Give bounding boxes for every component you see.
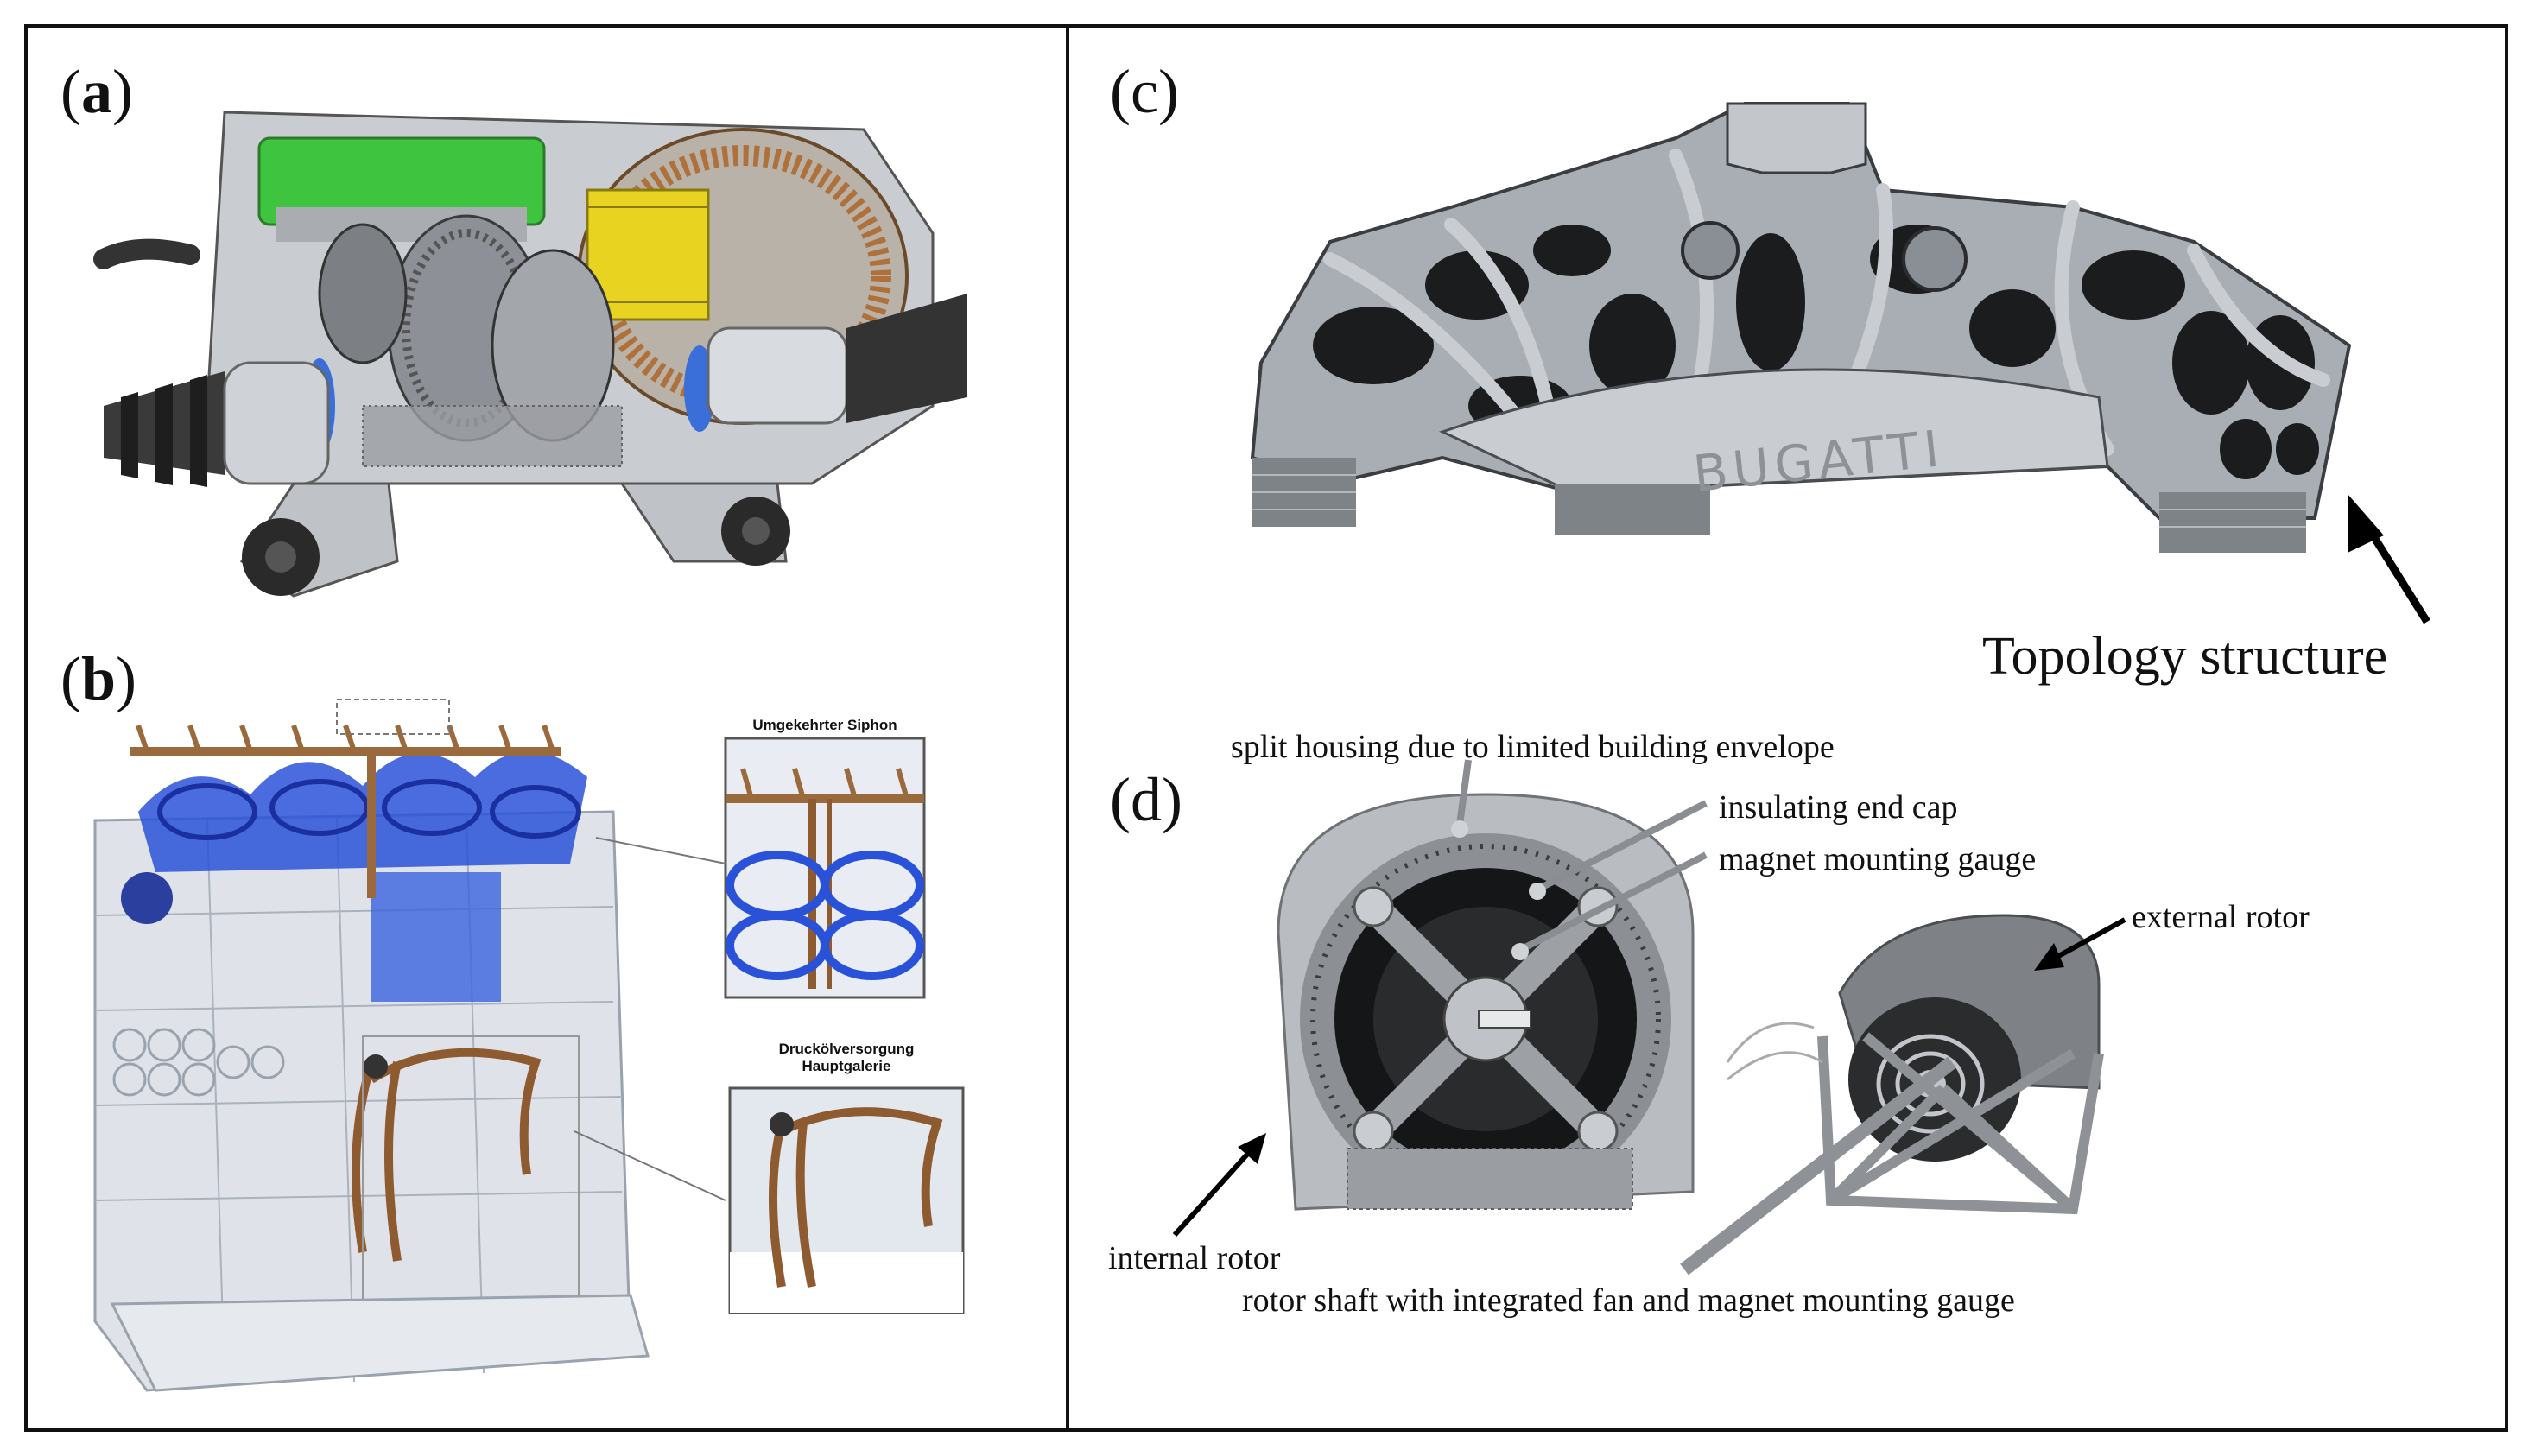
inverted-siphon-inset [724,737,926,999]
internal-rotor-label: internal rotor [1108,1240,1281,1276]
panel-a-label: (a) [60,57,133,126]
electric-drive-unit-image [93,111,967,598]
rotor-shaft-label: rotor shaft with integrated fan and magn… [1242,1282,2015,1319]
panel-b-label: (b) [60,644,137,713]
figure-frame [24,24,2508,1432]
insulating-end-cap-label: insulating end cap [1719,789,1958,826]
engine-block-image [93,699,650,1392]
magnet-mounting-gauge-label: magnet mounting gauge [1719,841,2037,877]
inset-bottom-title-line2: Hauptgalerie [802,1058,891,1074]
split-housing-label: split housing due to limited building en… [1231,729,1835,765]
inset-bottom-title-line1: Druckölversorgung [778,1041,915,1057]
panel-c-label: (c) [1110,57,1179,126]
panel-d-label: (d) [1110,765,1182,834]
external-rotor-label: external rotor [2132,899,2310,935]
inset-top-title: Umgekehrter Siphon [752,717,897,733]
inset-bottom-title: Druckölversorgung Hauptgalerie [730,1041,963,1075]
topology-structure-label: Topology structure [1982,627,2388,686]
bugatti-brake-caliper-image [1250,102,2352,553]
main-gallery-inset [728,1086,965,1314]
panel-divider [1066,24,1069,1432]
